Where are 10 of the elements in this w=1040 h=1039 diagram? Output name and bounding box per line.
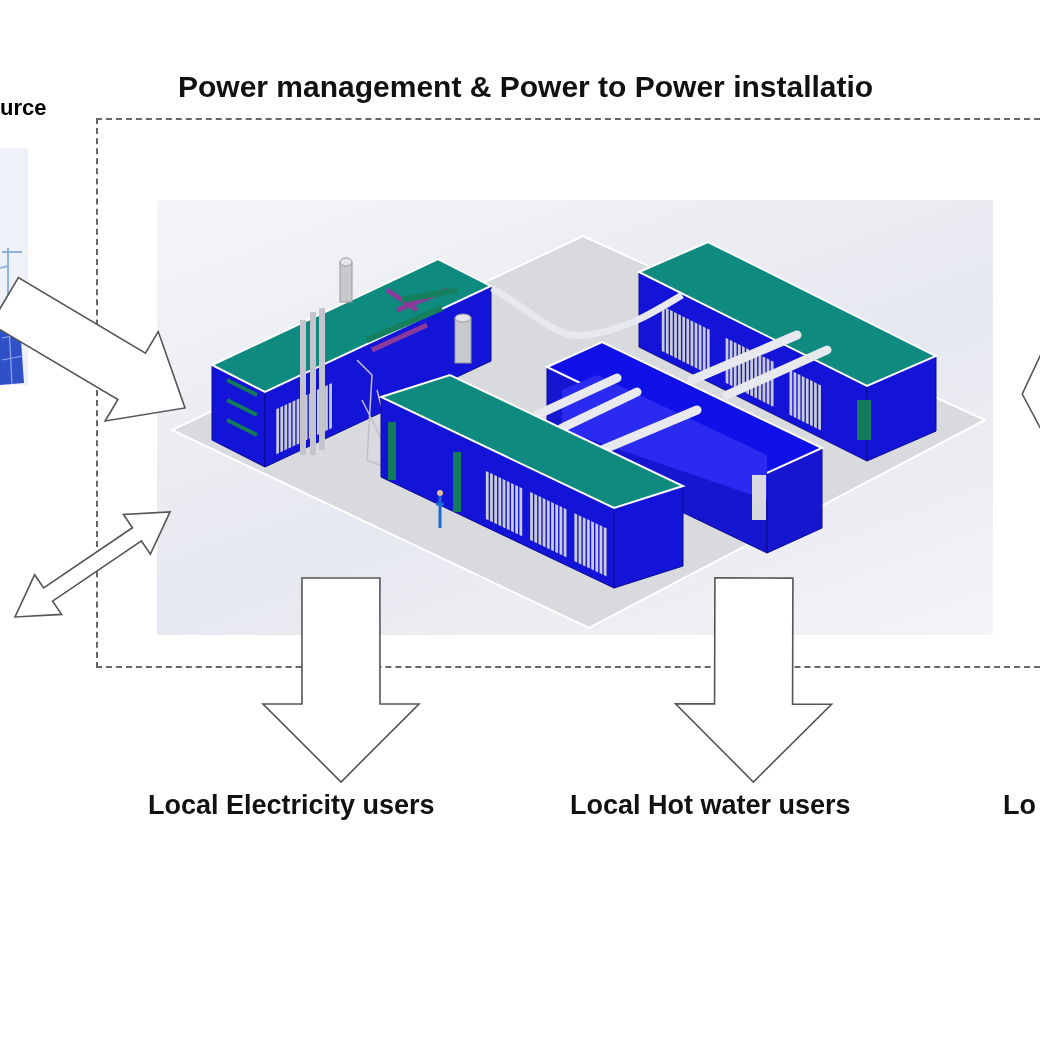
block-arrow	[13, 511, 172, 618]
plant-layout-drawing	[157, 200, 993, 635]
section-title: Power management & Power to Power installatio	[178, 70, 874, 104]
user-group-label: Local Hot water users	[570, 782, 952, 828]
user-group-label: Local Electricity users	[148, 782, 528, 828]
block-arrow	[0, 276, 187, 423]
block-arrow	[673, 577, 834, 784]
user-group-label: Lo	[1003, 782, 1040, 828]
block-arrow	[261, 577, 421, 784]
source-heading: urce	[0, 95, 47, 121]
